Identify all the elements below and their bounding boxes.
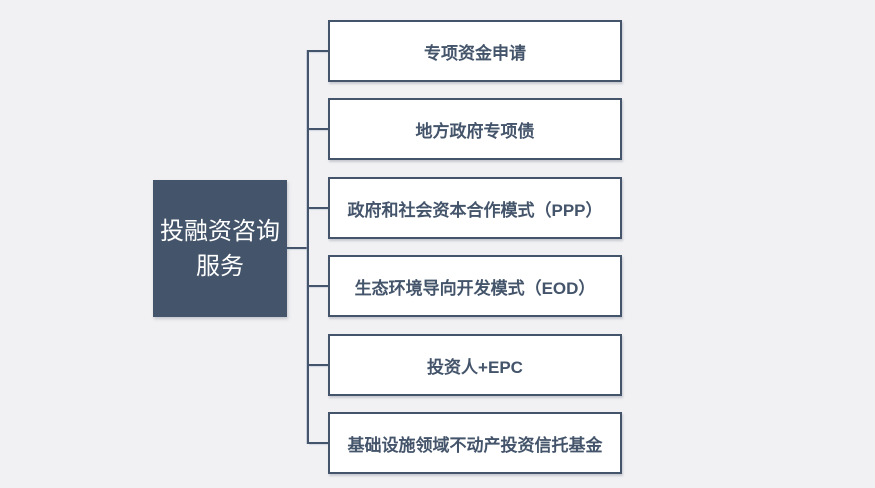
child-node-special-fund-application: 专项资金申请 (328, 20, 622, 82)
connector-branch-5 (309, 364, 328, 366)
child-node-ppp-model: 政府和社会资本合作模式（PPP） (328, 177, 622, 239)
child-node-eod-model: 生态环境导向开发模式（EOD） (328, 255, 622, 317)
connector-branch-6 (309, 442, 328, 444)
connector-branch-1 (309, 50, 328, 52)
connector-branch-4 (309, 285, 328, 287)
connector-branch-2 (309, 128, 328, 130)
child-node-label: 地方政府专项债 (415, 121, 535, 141)
connector-spine (307, 50, 309, 444)
child-node-investor-plus-epc: 投资人+EPC (328, 334, 622, 396)
child-node-local-government-special-bonds: 地方政府专项债 (328, 98, 622, 160)
root-node-label-line1: 投融资咨询 (160, 217, 280, 245)
connector-branch-3 (309, 207, 328, 209)
root-node: 投融资咨询 服务 (153, 180, 287, 317)
child-node-label: 专项资金申请 (424, 43, 526, 63)
child-node-infrastructure-reits: 基础设施领域不动产投资信托基金 (328, 412, 622, 474)
child-node-label: 基础设施领域不动产投资信托基金 (347, 435, 603, 455)
child-node-label: 政府和社会资本合作模式（PPP） (347, 200, 603, 220)
connector-root-link (287, 247, 308, 249)
child-node-label: 生态环境导向开发模式（EOD） (354, 278, 596, 298)
child-node-label: 投资人+EPC (427, 357, 523, 377)
root-node-label-line2: 服务 (196, 252, 244, 280)
